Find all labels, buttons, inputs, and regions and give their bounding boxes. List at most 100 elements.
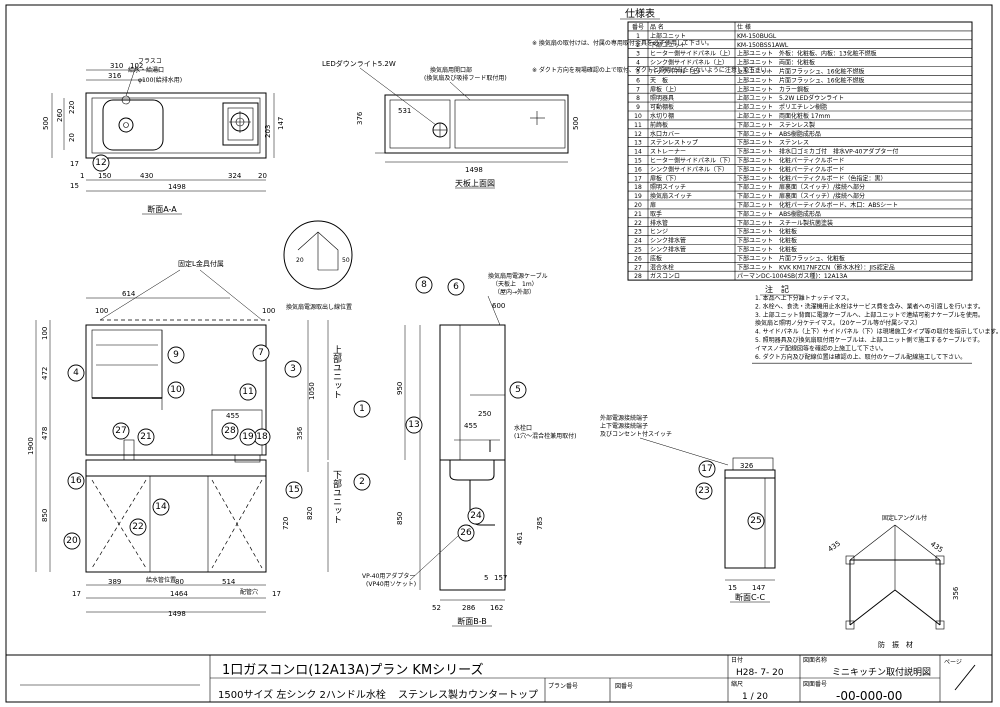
dim-260: 260: [56, 109, 64, 122]
spec-row-no: 14: [634, 149, 642, 156]
date-label: 日付: [731, 656, 743, 664]
dim-455-front: 455: [226, 412, 239, 420]
callout-bubble: [467, 507, 485, 525]
spec-row-no: 11: [634, 122, 642, 129]
label-ext-term2: 上下電源接続端子: [600, 422, 648, 430]
callout-bubble: [285, 481, 303, 499]
spec-header-spec: 仕 様: [737, 23, 751, 31]
cc-stove: [732, 457, 774, 471]
spec-row-spec: 下部ユニット ABS樹脂成形品: [737, 130, 821, 138]
callout-number: 7: [258, 348, 264, 358]
label-led: LEDダウンライト5.2W: [322, 59, 396, 68]
spec-row-no: 19: [634, 193, 642, 200]
sink-bowl: [102, 99, 164, 151]
spec-row-name: 換気扇スイッチ: [650, 192, 692, 200]
dim-600: 600: [492, 302, 505, 310]
drain-hole: [118, 117, 134, 133]
dim-514: 514: [222, 578, 236, 586]
spec-row-name: 照明スイッチ: [650, 184, 686, 191]
dim-1498-a: 1498: [168, 183, 186, 191]
dim-20-a: 20: [68, 133, 76, 142]
spec-row-name: ストレーナー: [650, 149, 686, 156]
date-value: H28- 7- 20: [736, 668, 784, 678]
drawing-no: -00-000-00: [836, 689, 902, 703]
spec-row-name: 上部ユニット: [650, 32, 686, 40]
spec-row-spec: 下部ユニット 化粧パーティクルボード（色指定：黒）: [737, 174, 886, 182]
dim-15-a: 15: [70, 182, 79, 190]
spec-row-name: シンク排水管: [650, 246, 686, 254]
callout-bubble: [152, 498, 170, 516]
spec-row-spec: 上部ユニット 5.2W LEDダウンライト: [737, 94, 844, 102]
callout-number: 3: [290, 364, 296, 374]
dim-20-b: 20: [258, 172, 267, 180]
dim-531: 531: [398, 107, 411, 115]
callout-bubble: [695, 482, 713, 500]
label-drain-note: (VP40用ソケット): [366, 581, 416, 588]
callout-number: 21: [140, 432, 151, 442]
spec-row-no: 5: [636, 69, 640, 76]
label-wall: 防 振 材: [878, 640, 913, 649]
spec-header-name: 品 名: [650, 23, 664, 31]
spec-row-spec: 下部ユニット 化粧パーティクルボード: [737, 165, 844, 173]
spec-row-spec: 上部ユニット 外板：化粧板、内板：13化粧不燃板: [737, 50, 877, 58]
callout-number: 1: [359, 404, 365, 414]
callout-bubble: [137, 428, 155, 446]
dim-478: 478: [41, 427, 49, 440]
spec-row-no: 3: [636, 51, 640, 58]
dim-1900: 1900: [27, 437, 35, 455]
label-fixture: 固定L金具付属: [178, 259, 224, 268]
stove-unit: [222, 102, 259, 146]
spec-row-name: ガスコンロ: [650, 272, 680, 280]
label-hood-cut: 換気扇用開口部: [430, 66, 472, 74]
label-hole2: φ100(給排水用): [138, 76, 182, 84]
title-block: 1口ガスコンロ(12A13A)プラン KMシリーズ 1500サイズ 左シンク 2…: [5, 654, 993, 703]
callout-bubble: [67, 364, 85, 382]
lower-unit-label: 下部ユニット: [331, 470, 342, 524]
spec-row-no: 10: [634, 113, 642, 120]
dim-430: 430: [140, 172, 153, 180]
callout-number: 9: [173, 350, 179, 360]
spec-row-no: 15: [634, 158, 642, 165]
label-outlet: 及びコンセント付スイッチ: [600, 430, 672, 438]
spec-row-spec: 上部ユニット カラー鋼板: [737, 85, 809, 93]
spec-title: 仕様表: [625, 7, 655, 20]
spec-row-no: 23: [634, 229, 642, 236]
spec-row-spec: 上部ユニット 両面化粧板 17mm: [737, 112, 830, 120]
spec-row-spec: 下部ユニット 化粧パーティクルボード、木口：ABSシート: [737, 201, 898, 209]
callout-bubble: [353, 473, 371, 491]
top-outline: [384, 94, 569, 154]
bb-lower: [439, 459, 506, 591]
spec-row-no: 28: [634, 273, 642, 280]
callout-number: 22: [132, 522, 143, 532]
dim-850-b: 850: [396, 512, 404, 525]
spec-row-name: バックパネル（上）: [650, 68, 704, 76]
scale-value: 1 / 20: [742, 692, 768, 702]
spec-row-no: 6: [636, 77, 640, 84]
spec-row-no: 21: [634, 211, 642, 218]
callout-bubble: [252, 344, 270, 362]
spec-row-spec: 下部ユニット ステンレス製: [737, 121, 815, 129]
callout-number: 13: [408, 420, 419, 430]
spec-row-spec: 下部ユニット 扉裏面（スイッチ）/接続ヘ部分: [737, 192, 865, 200]
dim-80: 80: [175, 578, 184, 586]
note-item: 換気扇と照明ノ分ケテイマス。（20ケーブル等が付属シマス）: [755, 319, 921, 327]
dim-356-cc: 356: [952, 586, 960, 600]
spec-row-name: 可動棚板: [650, 103, 674, 111]
view-top: 1498 531 376 500 天板上面図 LEDダウンライト5.2W 換気扇…: [322, 39, 773, 189]
note-item: イマスノデ配線図等を確認の上施工して下さい。: [755, 344, 887, 352]
view-aa-label: 断面A-A: [147, 204, 177, 214]
lower-cabinet: [85, 459, 267, 573]
spec-row-name: 下部ユニット: [650, 41, 686, 49]
dim-50: 50: [342, 257, 350, 264]
dim-162: 162: [490, 604, 503, 612]
callout-number: 10: [170, 385, 182, 395]
plan-no-label: プラン番号: [548, 683, 578, 690]
faucet-front: [123, 439, 135, 461]
title-line2-right: ステンレス製カウンタートップ: [398, 688, 538, 701]
dim-147: 147: [277, 117, 285, 130]
spec-row-spec: 下部ユニット ステンレス: [737, 139, 809, 147]
note-item: 3. 上部ユニット背面に電源ケーブルへ、上部ユニットで連結可能ナケーブルを使用。: [755, 311, 984, 319]
view-cc-label: 断面C-C: [735, 592, 765, 602]
spec-row-name: ヒーター側サイドパネル（上）: [650, 50, 734, 58]
callout-number: 25: [750, 516, 761, 526]
